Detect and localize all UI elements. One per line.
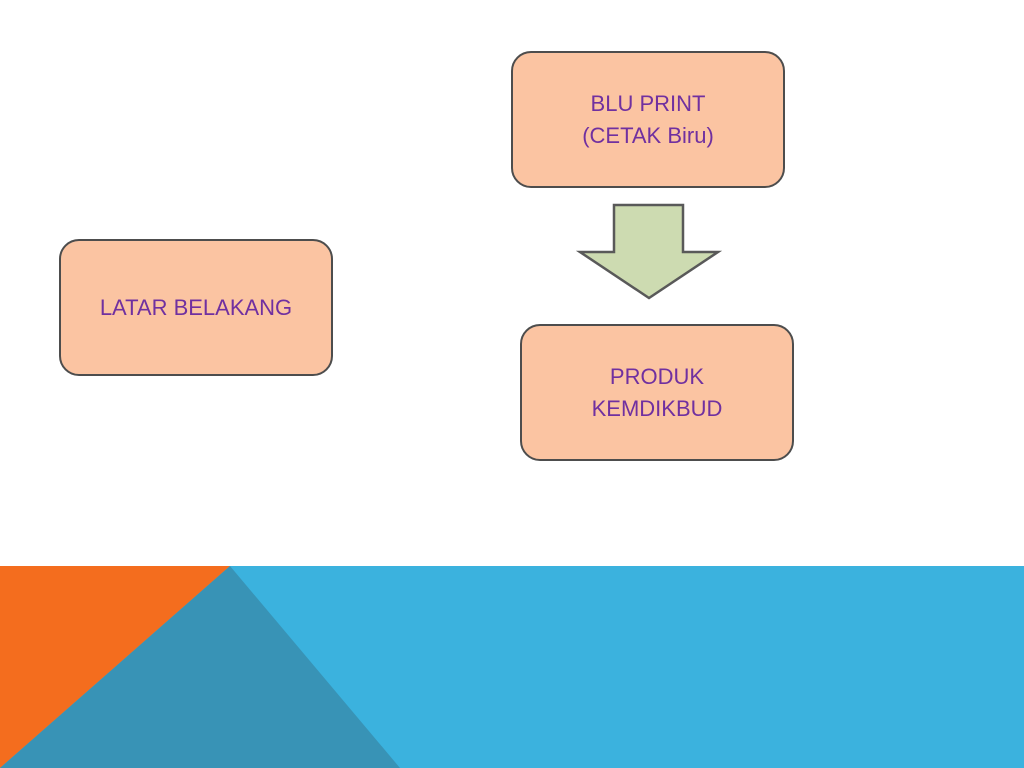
node-produk-kemdikbud: PRODUK KEMDIKBUD bbox=[520, 324, 794, 461]
down-arrow-shape bbox=[575, 203, 723, 300]
node-latar-belakang: LATAR BELAKANG bbox=[59, 239, 333, 376]
node-produk-kemdikbud-line-2: KEMDIKBUD bbox=[591, 395, 723, 421]
node-blu-print-line-1: BLU PRINT bbox=[590, 90, 706, 116]
footer-decoration bbox=[0, 566, 1024, 768]
node-blu-print-text: BLU PRINT (CETAK Biru) bbox=[582, 88, 714, 152]
node-blu-print-line-2: (CETAK Biru) bbox=[582, 122, 714, 148]
node-produk-kemdikbud-text: PRODUK KEMDIKBUD bbox=[592, 361, 723, 425]
node-produk-kemdikbud-line-1: PRODUK bbox=[609, 363, 705, 389]
node-latar-belakang-text: LATAR BELAKANG bbox=[100, 292, 292, 324]
footer-overlay-triangle bbox=[0, 566, 400, 768]
node-blu-print: BLU PRINT (CETAK Biru) bbox=[511, 51, 785, 188]
node-latar-belakang-line-1: LATAR BELAKANG bbox=[99, 294, 293, 320]
